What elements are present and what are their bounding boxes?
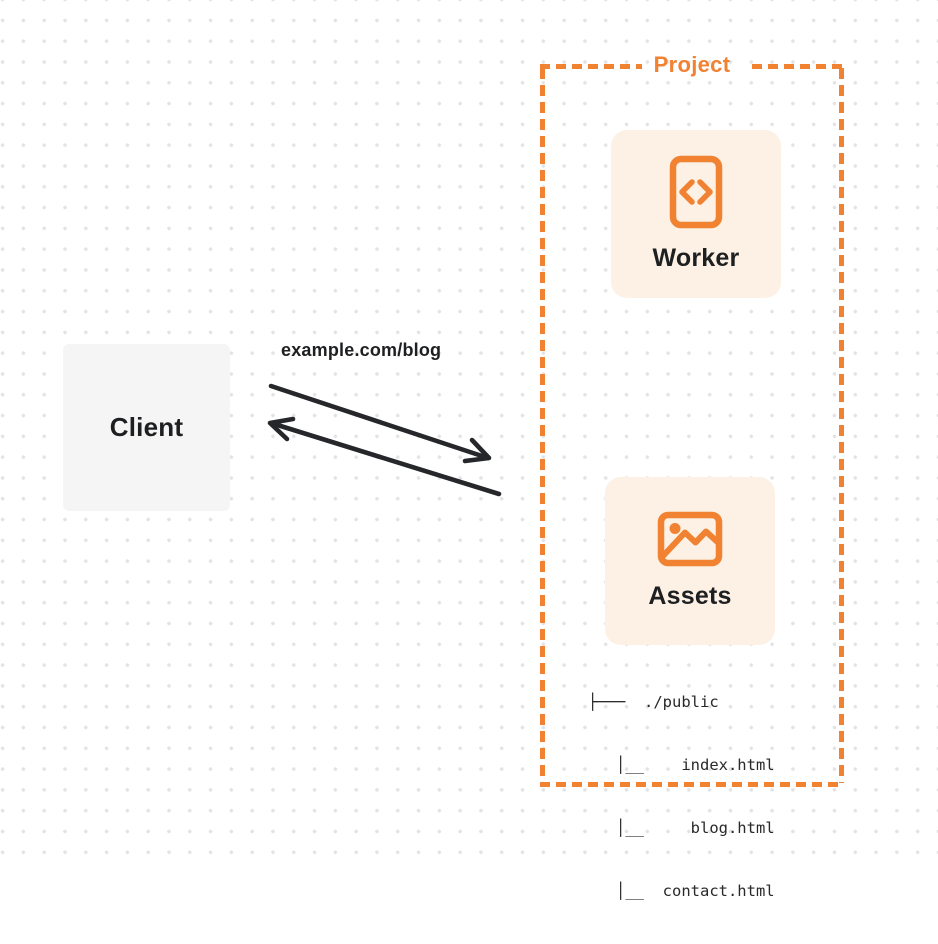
response-arrow <box>267 416 502 497</box>
assets-file-tree: ├─── ./public │__ index.html │__ blog.ht… <box>588 650 775 944</box>
image-icon <box>657 511 723 567</box>
dotted-background: Client example.com/blog Project <box>0 0 938 900</box>
tree-line-contact: │__ contact.html <box>588 882 775 900</box>
request-url-label: example.com/blog <box>281 340 442 360</box>
worker-label: Worker <box>652 244 740 272</box>
tree-line-index: │__ index.html <box>588 756 775 774</box>
project-label: Project <box>653 52 731 77</box>
assets-label: Assets <box>648 582 732 610</box>
worker-card: Worker <box>611 130 781 298</box>
tree-line-public: ├─── ./public <box>588 693 719 711</box>
client-label: Client <box>109 412 184 442</box>
request-arrow <box>268 383 492 464</box>
tree-line-blog: │__ blog.html <box>588 819 775 837</box>
project-border-top-right <box>752 64 844 69</box>
project-border-top-left <box>540 64 642 69</box>
assets-card: Assets <box>605 477 775 645</box>
code-document-icon <box>669 155 723 229</box>
client-card: Client <box>63 344 230 511</box>
